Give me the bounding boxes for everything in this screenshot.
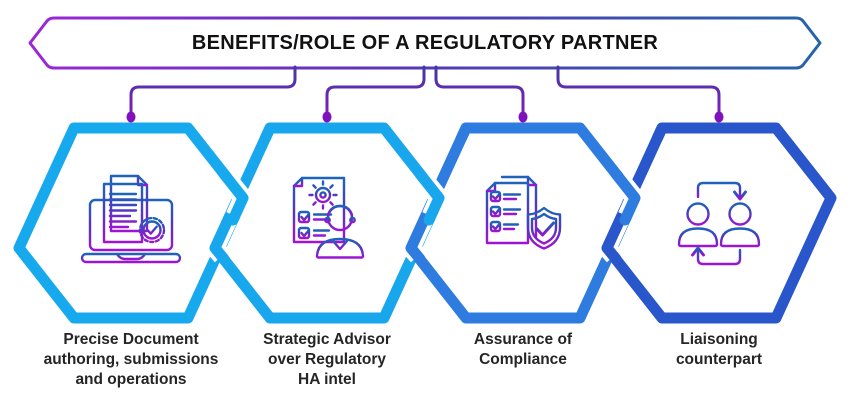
compliance-checklist-shield-icon [485, 175, 562, 250]
weave-tip [610, 168, 641, 226]
caption-3: Assurance of Compliance [408, 330, 638, 370]
connector-line-2 [325, 65, 426, 114]
connector-dot-3 [518, 111, 528, 123]
caption-1-line-2: authoring, submissions [43, 351, 219, 368]
connector-dot-1 [126, 111, 136, 123]
caption-1-line-1: Precise Document [63, 331, 199, 348]
caption-2-line-2: over Regulatory [267, 351, 386, 368]
hexagon-1 [13, 122, 249, 324]
weave-edge [209, 122, 276, 265]
caption-3-line-2: Compliance [479, 351, 567, 368]
weave-edge [601, 122, 668, 265]
caption-3-line-1: Assurance of [473, 331, 573, 348]
connector-dot-2 [322, 111, 332, 123]
connector-dot-4 [714, 111, 724, 123]
weave-tip [218, 168, 249, 226]
caption-4: Liaisoning counterpart [604, 330, 834, 370]
diagram-title: BENEFITS/ROLE OF A REGULATORY PARTNER [191, 31, 659, 54]
weave-tip [414, 168, 445, 226]
connector-line-4 [556, 65, 721, 114]
caption-4-line-2: counterpart [675, 351, 763, 368]
caption-2-line-1: Strategic Advisor [263, 331, 391, 348]
connector-line-3 [434, 65, 525, 114]
advisor-checklist-person-icon [292, 176, 365, 259]
caption-2-line-3: HA intel [298, 371, 356, 388]
caption-2: Strategic Advisor over Regulatory HA int… [212, 330, 442, 390]
caption-4-line-1: Liaisoning [680, 331, 758, 348]
caption-1: Precise Document authoring, submissions … [16, 330, 246, 390]
weave-edge [405, 122, 472, 265]
connector-lines [126, 65, 724, 123]
laptop-documents-certificate-icon [80, 174, 182, 264]
liaison-people-exchange-icon [677, 181, 761, 266]
connector-line-1 [129, 65, 297, 114]
hexagon-chain [13, 122, 837, 324]
title-banner-shape [28, 16, 822, 70]
caption-1-line-3: and operations [75, 371, 187, 388]
